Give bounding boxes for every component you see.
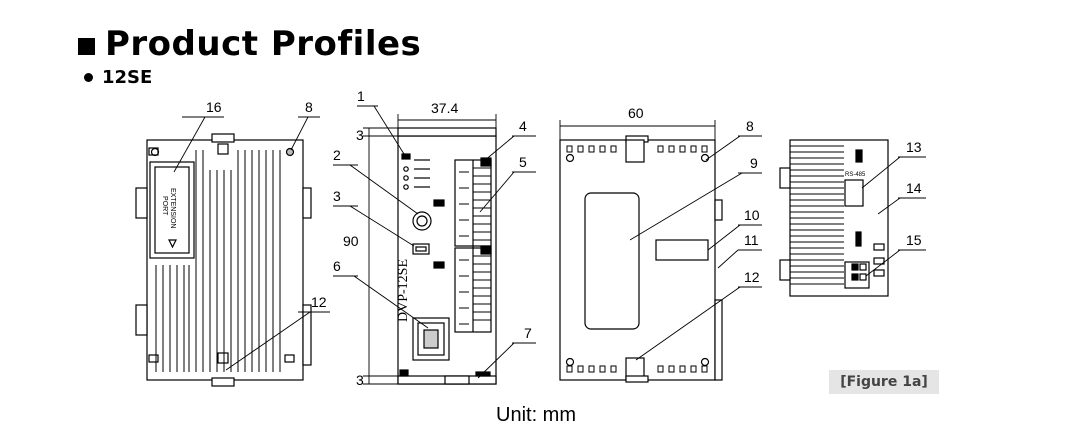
callout-7: 7 xyxy=(524,325,532,341)
dim-margin-top: 3 xyxy=(356,127,364,143)
dim-height: 90 xyxy=(343,233,359,249)
callout-labels: 16 8 12 1 2 3 6 4 5 7 8 9 10 11 12 13 14… xyxy=(206,88,922,341)
callout-4: 4 xyxy=(519,118,527,134)
callout-13: 13 xyxy=(906,139,922,155)
callout-5: 5 xyxy=(519,154,527,170)
callout-8-left: 8 xyxy=(305,99,313,115)
section-heading: Product Profiles xyxy=(78,24,421,64)
side-view-extension: EXTENSION PORT xyxy=(135,133,312,387)
model-subheading: 12SE xyxy=(84,67,152,88)
callout-3: 3 xyxy=(333,188,341,204)
callout-12-rear: 12 xyxy=(744,269,760,285)
callout-11: 11 xyxy=(744,232,759,248)
front-model-text: DVP-12SE xyxy=(396,259,411,322)
extension-port-text: EXTENSION xyxy=(169,188,176,228)
square-bullet-icon xyxy=(78,37,95,55)
figure-label: [Figure 1a] xyxy=(829,370,939,394)
dim-width-front: 37.4 xyxy=(431,100,458,116)
dimension-labels: 37.4 60 90 3 3 xyxy=(343,100,644,388)
callout-6: 6 xyxy=(333,258,341,274)
callout-1: 1 xyxy=(357,88,365,104)
rs485-label: RS-485 xyxy=(845,172,866,178)
dim-width-side: 60 xyxy=(628,105,644,121)
page-title: Product Profiles xyxy=(105,24,422,64)
callout-10: 10 xyxy=(744,207,760,223)
callout-8-rear: 8 xyxy=(746,118,754,134)
callout-leaders xyxy=(173,105,926,379)
callout-14: 14 xyxy=(906,180,922,196)
callout-16: 16 xyxy=(206,99,222,115)
dim-margin-bottom: 3 xyxy=(356,372,364,388)
callout-15: 15 xyxy=(906,232,922,248)
unit-note: Unit: mm xyxy=(496,404,576,426)
callout-12-left: 12 xyxy=(311,294,327,310)
model-name: 12SE xyxy=(102,67,153,88)
extension-port-text-2: PORT xyxy=(161,196,168,216)
side-view-terminals: RS-485 xyxy=(779,139,889,297)
dot-bullet-icon xyxy=(84,73,93,82)
callout-9: 9 xyxy=(750,155,758,171)
front-view: DVP-12SE xyxy=(363,114,497,385)
rear-view xyxy=(559,120,723,383)
callout-2: 2 xyxy=(333,147,341,163)
